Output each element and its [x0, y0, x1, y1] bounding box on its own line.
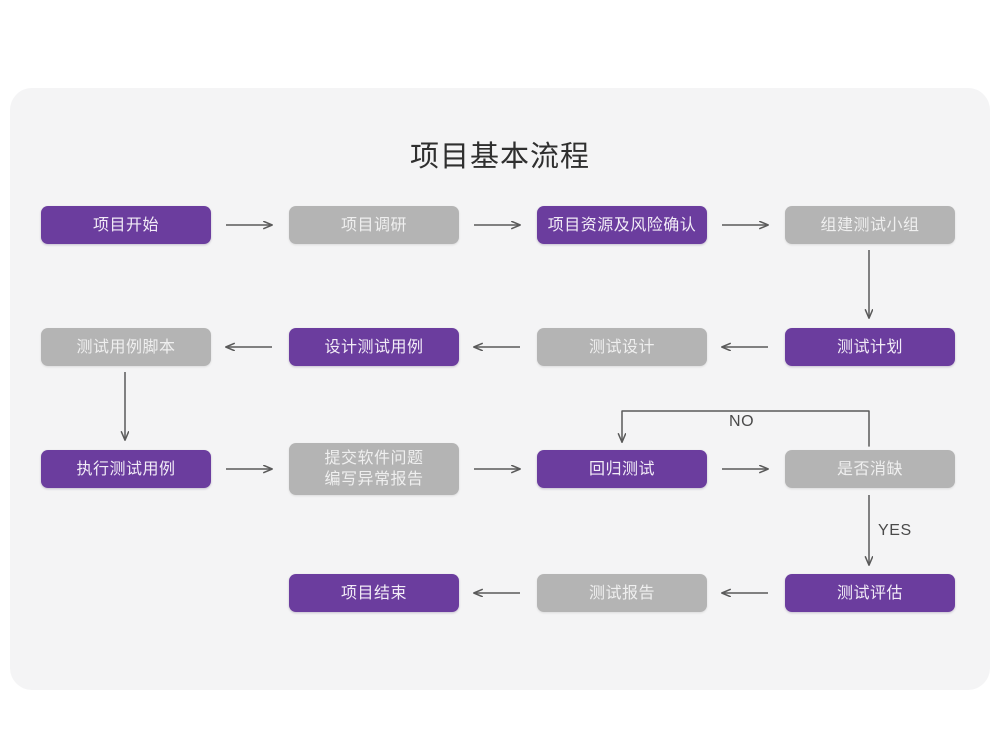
node-project-research[interactable]: 项目调研: [289, 206, 459, 244]
node-execute-test-case[interactable]: 执行测试用例: [41, 450, 211, 488]
node-design-test-case[interactable]: 设计测试用例: [289, 328, 459, 366]
node-resource-risk-confirm[interactable]: 项目资源及风险确认: [537, 206, 707, 244]
page-title: 项目基本流程: [409, 141, 590, 173]
node-regression-test[interactable]: 回归测试: [537, 450, 707, 488]
edge-label-no: NO: [729, 413, 755, 430]
node-test-design[interactable]: 测试设计: [537, 328, 707, 366]
node-test-plan[interactable]: 测试计划: [785, 328, 955, 366]
node-test-case-script[interactable]: 测试用例脚本: [41, 328, 211, 366]
node-defect-cleared[interactable]: 是否消缺: [785, 450, 955, 488]
node-test-report[interactable]: 测试报告: [537, 574, 707, 612]
node-test-evaluation[interactable]: 测试评估: [785, 574, 955, 612]
node-project-start[interactable]: 项目开始: [41, 206, 211, 244]
node-submit-issue-report[interactable]: 提交软件问题 编写异常报告: [289, 443, 459, 495]
edge-label-yes: YES: [878, 522, 912, 539]
node-build-test-team[interactable]: 组建测试小组: [785, 206, 955, 244]
node-project-end[interactable]: 项目结束: [289, 574, 459, 612]
